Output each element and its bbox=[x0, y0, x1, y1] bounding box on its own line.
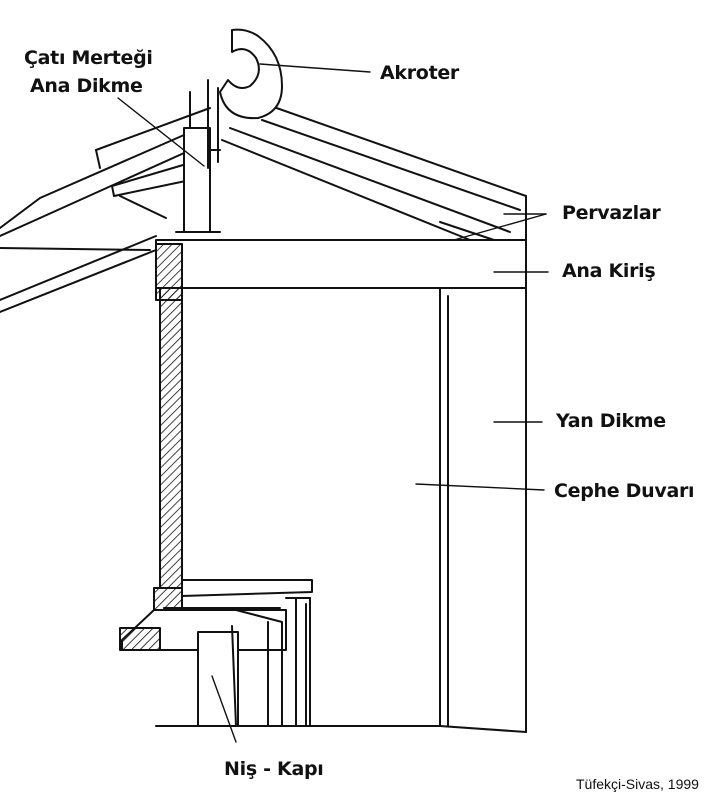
main-beam bbox=[155, 239, 527, 289]
label-main-beam: Ana Kiriş bbox=[562, 260, 656, 282]
roof-rafters bbox=[0, 107, 211, 313]
label-roof-rafter: Çatı Merteği bbox=[24, 47, 153, 69]
leader-lines bbox=[117, 63, 549, 743]
label-pervazlar: Pervazlar bbox=[562, 202, 661, 224]
niche-door bbox=[119, 579, 441, 727]
label-facade-wall: Cephe Duvarı bbox=[554, 480, 695, 502]
roof-slope bbox=[221, 104, 527, 243]
label-akroter: Akroter bbox=[380, 62, 460, 84]
left-hatched-column bbox=[159, 287, 183, 589]
side-post bbox=[439, 287, 527, 733]
label-main-post: Ana Dikme bbox=[30, 75, 143, 97]
label-niche-door: Niş - Kapı bbox=[224, 758, 324, 780]
main-post bbox=[175, 79, 221, 233]
beam-end-hatch bbox=[155, 243, 183, 301]
image-credit: Tüfekçi-Sivas, 1999 bbox=[576, 776, 699, 792]
label-side-post: Yan Dikme bbox=[556, 410, 666, 432]
facade-wall bbox=[181, 287, 449, 727]
akroter-ornament bbox=[219, 28, 283, 120]
